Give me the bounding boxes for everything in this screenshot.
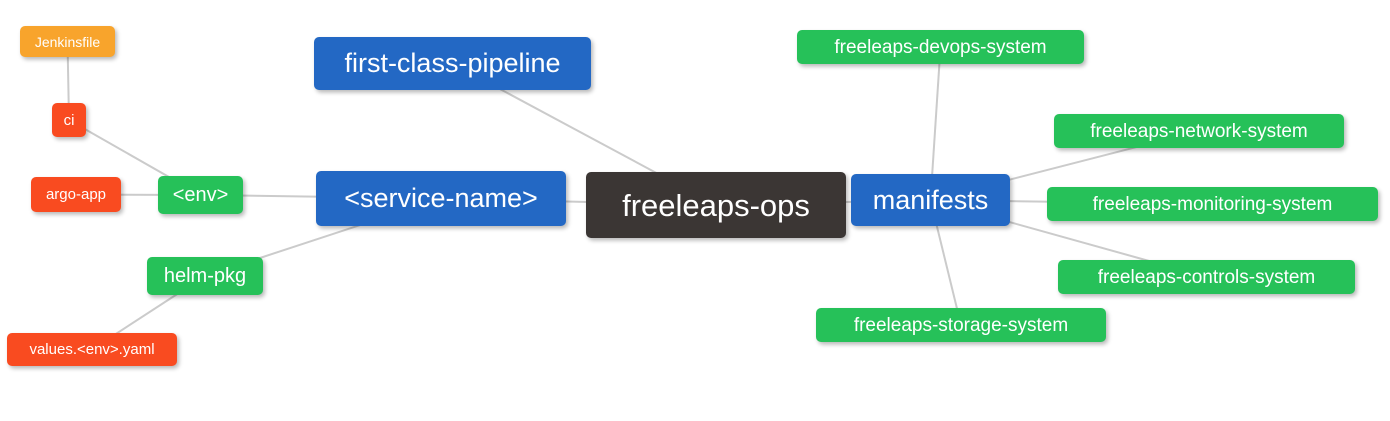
node-label: Jenkinsfile: [34, 33, 101, 50]
node-manifests[interactable]: manifests: [851, 174, 1010, 226]
node-label: <service-name>: [344, 183, 538, 213]
node-label: freeleaps-ops: [622, 187, 810, 223]
node-argo-app[interactable]: argo-app: [31, 177, 121, 212]
node-freeleaps-ops[interactable]: freeleaps-ops: [586, 172, 846, 238]
node-label: <env>: [172, 184, 229, 206]
node-label: manifests: [872, 184, 989, 215]
node-label: helm-pkg: [163, 265, 247, 287]
node-label: freeleaps-monitoring-system: [1092, 193, 1333, 215]
node-label: first-class-pipeline: [344, 48, 561, 78]
node-freeleaps-controls-system[interactable]: freeleaps-controls-system: [1058, 260, 1355, 294]
node-first-class-pipeline[interactable]: first-class-pipeline: [314, 37, 591, 90]
node-env[interactable]: <env>: [158, 176, 243, 214]
node-freeleaps-network-system[interactable]: freeleaps-network-system: [1054, 114, 1344, 148]
node-service-name[interactable]: <service-name>: [316, 171, 566, 226]
node-freeleaps-storage-system[interactable]: freeleaps-storage-system: [816, 308, 1106, 342]
node-label: values.<env>.yaml: [29, 341, 155, 358]
node-label: argo-app: [45, 186, 107, 203]
node-label: ci: [63, 111, 75, 129]
node-label: freeleaps-network-system: [1090, 120, 1308, 142]
node-ci[interactable]: ci: [52, 103, 86, 137]
node-label: freeleaps-controls-system: [1097, 266, 1316, 288]
node-label: freeleaps-storage-system: [853, 314, 1069, 336]
node-freeleaps-monitoring-system[interactable]: freeleaps-monitoring-system: [1047, 187, 1378, 221]
node-label: freeleaps-devops-system: [834, 36, 1047, 58]
node-helm-pkg[interactable]: helm-pkg: [147, 257, 263, 295]
node-freeleaps-devops-system[interactable]: freeleaps-devops-system: [797, 30, 1084, 64]
node-jenkinsfile[interactable]: Jenkinsfile: [20, 26, 115, 57]
node-values-env-yaml[interactable]: values.<env>.yaml: [7, 333, 177, 366]
